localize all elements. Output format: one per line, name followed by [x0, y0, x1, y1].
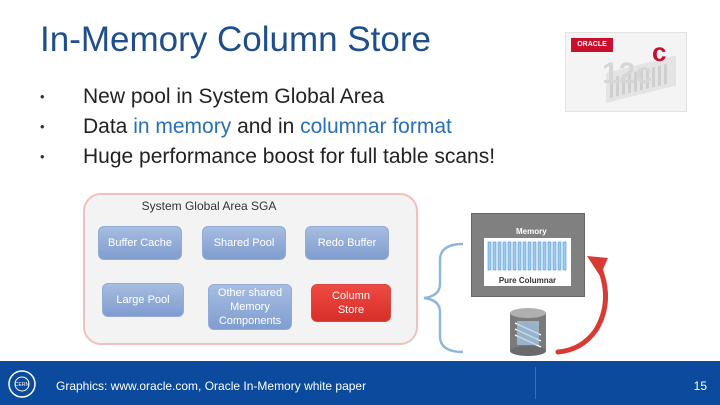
bullet-marker: • [40, 89, 45, 104]
bullet-highlight-in-memory: in memory [133, 115, 232, 138]
block-column-store: Column Store [311, 284, 391, 322]
cern-logo-icon: CERN [8, 370, 36, 398]
logo-version-text: 12c [602, 57, 652, 90]
bullet-text: Data in memory and in columnar format [83, 112, 452, 142]
slide-title: In-Memory Column Store [40, 20, 431, 59]
brace-icon [423, 242, 464, 354]
bullet-text: Huge performance boost for full table sc… [83, 142, 495, 172]
bullet-marker: • [40, 119, 45, 134]
block-large-pool: Large Pool [102, 283, 184, 317]
oracle-brand-label: ORACLE [571, 38, 613, 52]
block-other-shared-memory: Other shared Memory Components [208, 284, 292, 330]
bullet-marker: • [40, 149, 45, 164]
svg-text:c: c [652, 37, 666, 67]
oracle-12c-logo: 12c c ORACLE [565, 32, 687, 112]
bullet-text-part: New pool in System Global Area [83, 85, 385, 108]
footer-credit: Graphics: www.oracle.com, Oracle In-Memo… [56, 379, 367, 393]
memory-label-wrap: Memory [472, 227, 584, 236]
bullet-text: New pool in System Global Area [83, 82, 384, 112]
bullet-text-part: and in [231, 115, 301, 138]
page-number: 15 [693, 379, 707, 393]
database-icon [510, 308, 546, 356]
bullet-text-part: Data [83, 115, 134, 138]
curved-arrow-icon [555, 256, 609, 355]
bullet-text-part: Huge performance boost for full table sc… [83, 145, 496, 168]
sga-title: System Global Area SGA [141, 199, 277, 213]
pure-columnar-box [484, 238, 571, 286]
footer-bar [0, 361, 720, 405]
block-shared-pool: Shared Pool [202, 226, 286, 260]
block-buffer-cache: Buffer Cache [98, 226, 182, 260]
block-redo-buffer: Redo Buffer [305, 226, 389, 260]
oracle-12c-graphic: 12c c [602, 37, 676, 104]
columnar-bars-graphic [487, 241, 567, 271]
footer-divider [535, 367, 536, 399]
svg-text:CERN: CERN [15, 382, 30, 388]
pure-columnar-label: Pure Columnar [498, 276, 557, 285]
bullet-highlight-columnar: columnar format [300, 115, 452, 138]
memory-box: Memory Pure Columnar [471, 213, 585, 297]
memory-label: Memory [516, 227, 547, 236]
